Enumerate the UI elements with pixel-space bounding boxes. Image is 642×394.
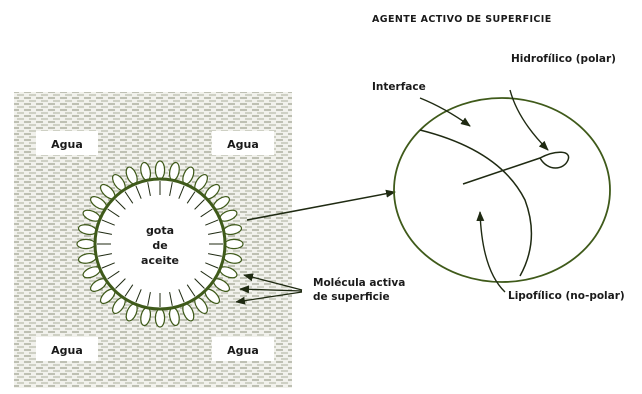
surfactant-tail (147, 292, 151, 306)
surfactant-tails (97, 181, 223, 307)
water-label-bg-2 (212, 131, 274, 155)
surfactant-tail (107, 270, 120, 280)
molecule-label-line-1: Molécula activa (313, 277, 405, 289)
water-label-3: Agua (51, 344, 83, 357)
surfactant-tail (115, 278, 126, 289)
surfactant-tail (101, 262, 115, 269)
surfactant-tail (147, 182, 151, 196)
water-label-bg-4 (212, 337, 274, 361)
lipophilic-arrow (476, 211, 506, 293)
interface-curve (419, 129, 533, 277)
surfactant-tail (208, 253, 222, 257)
surfactant-tail (186, 191, 196, 204)
surfactant-molecule (462, 151, 570, 185)
surfactant-tail (124, 284, 134, 297)
hydrophilic-arrow (509, 89, 549, 151)
molecule-arrow-2 (239, 285, 303, 294)
interface-label: Interface (372, 81, 426, 93)
surfactant-head (76, 238, 96, 250)
surfactant-tail (200, 270, 213, 280)
surfactant-tail (115, 199, 126, 210)
surfactant-tail (200, 208, 213, 218)
water-label-1: Agua (51, 138, 83, 151)
surfactant-tail (98, 231, 112, 235)
surfactant-tail (205, 262, 219, 269)
water-label-4: Agua (227, 344, 259, 357)
surfactant-tail (208, 231, 222, 235)
surfactant-head (154, 308, 166, 328)
molecule-arrow-1 (243, 273, 303, 291)
surfactant-tail (98, 253, 112, 257)
molecule-label-line-2: de superficie (313, 291, 390, 303)
droplet-label-line-3: aceite (141, 254, 179, 267)
water-label-2: Agua (227, 138, 259, 151)
water-label-bg-3 (36, 337, 98, 361)
interface-arrow (419, 97, 471, 127)
magnified-view-circle (393, 97, 611, 283)
surfactant-tail (194, 199, 205, 210)
surfactant-tail (205, 219, 219, 226)
surfactant-tail (135, 185, 142, 199)
surfactant-tail (135, 289, 142, 303)
surfactant-tail (169, 292, 173, 306)
surfactant-tail (169, 182, 173, 196)
surfactant-head (154, 160, 166, 180)
molecule-arrow-3 (235, 291, 303, 305)
title: AGENTE ACTIVO DE SUPERFICIE (372, 14, 552, 25)
lipophilic-label: Lipofílico (no-polar) (508, 290, 625, 302)
surfactant-tail (194, 278, 205, 289)
surfactant-tail (178, 185, 185, 199)
surfactant-tail (101, 219, 115, 226)
surfactant-tail (186, 284, 196, 297)
droplet-label-bg (130, 218, 190, 268)
magnify-arrow (246, 189, 396, 221)
droplet-label-line-2: de (152, 239, 167, 252)
hydrophilic-label: Hidrofílico (polar) (511, 53, 616, 65)
surfactant-tail (124, 191, 134, 204)
surfactant-tail (107, 208, 120, 218)
water-label-bg-1 (36, 131, 98, 155)
surfactant-head (224, 238, 244, 250)
surfactant-tail (178, 289, 185, 303)
droplet-label-line-1: gota (146, 224, 174, 237)
